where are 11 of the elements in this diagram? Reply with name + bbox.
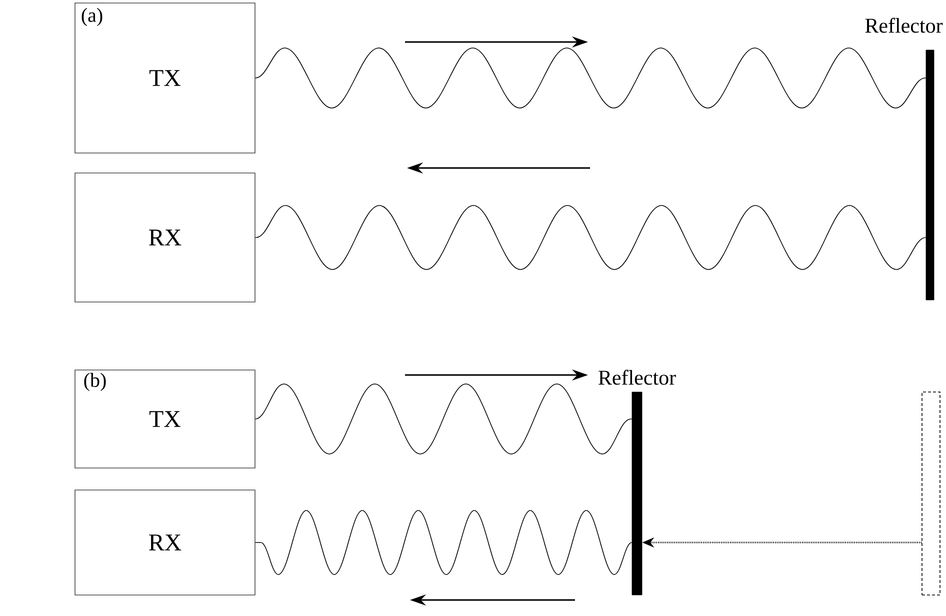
wave (255, 205, 926, 270)
device-box: RX (74, 172, 256, 302)
panel-label: (a) (82, 8, 102, 26)
reflector-label: Reflector (865, 18, 943, 33)
panel-label: (b) (84, 372, 106, 392)
wave (255, 384, 632, 454)
reflector-bar (926, 50, 934, 300)
dashed-reflector-outline (922, 392, 940, 596)
wave (255, 510, 632, 575)
reflector-label: Reflector (598, 370, 676, 385)
device-box: RX (74, 490, 256, 596)
